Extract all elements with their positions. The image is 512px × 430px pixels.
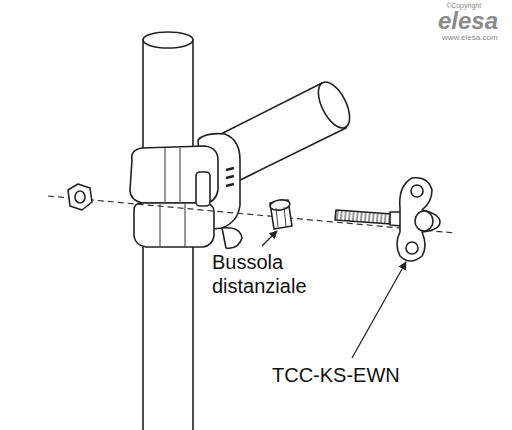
website-url: www.elesa.com <box>442 33 498 43</box>
spacer-bushing-face <box>269 199 290 212</box>
part-name: Bussola distanziale <box>212 250 347 298</box>
part-code: TCC-KS-EWN <box>272 363 400 387</box>
hex-nut-hole <box>75 191 85 203</box>
brand-logo: elesa <box>438 7 498 36</box>
leader-line <box>262 231 277 246</box>
clamp-boss <box>196 172 210 206</box>
knob-hub <box>415 211 433 231</box>
leader-line <box>352 262 406 358</box>
clamp-slot <box>160 148 185 247</box>
clamp-foot <box>222 228 242 249</box>
knob-hole-top <box>411 185 423 197</box>
angled-tube-end <box>312 77 356 132</box>
knob-hole-bottom <box>406 242 418 254</box>
axis-line <box>48 196 455 233</box>
hex-nut <box>68 184 92 210</box>
wing-knob <box>397 178 440 261</box>
threaded-rod <box>335 210 392 224</box>
clamp-detail <box>226 168 234 186</box>
spacer-bushing-flats <box>276 207 286 227</box>
vertical-tube-top <box>143 32 193 48</box>
